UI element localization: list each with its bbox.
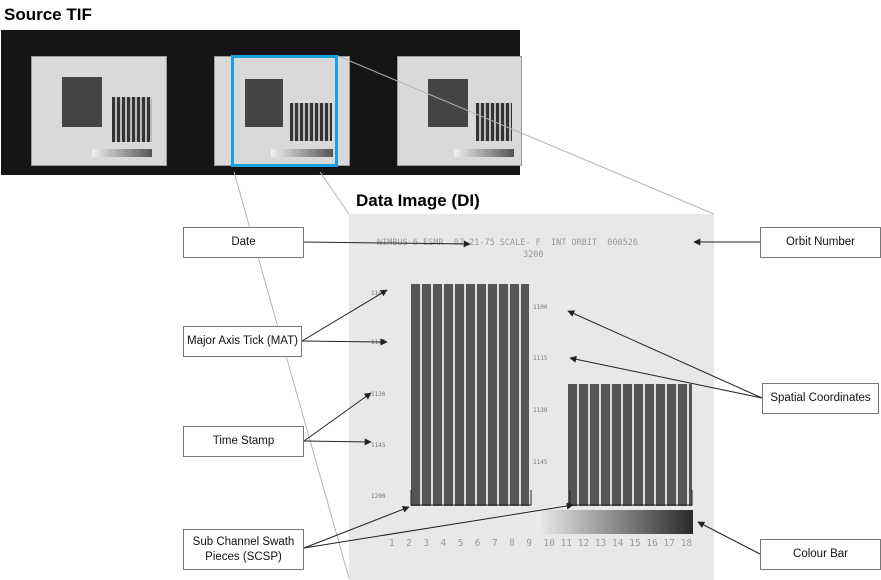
colour-bar-label: Colour Bar bbox=[760, 539, 881, 570]
time-stamp-label: Time Stamp bbox=[183, 426, 304, 457]
callout-arrows bbox=[301, 238, 763, 555]
right-tick-4: 1145 bbox=[533, 459, 548, 466]
right-tick-3: 1130 bbox=[533, 407, 548, 414]
left-swath-panel bbox=[411, 284, 529, 506]
major-axis-tick-label: Major Axis Tick (MAT) bbox=[183, 326, 302, 357]
left-tick-1: 1100 bbox=[371, 290, 386, 297]
data-image-title: Data Image (DI) bbox=[356, 191, 480, 210]
left-tick-3: 1130 bbox=[371, 391, 386, 398]
film-frame-3 bbox=[397, 56, 522, 166]
right-tick-2: 1115 bbox=[533, 355, 548, 362]
data-image: NIMBUS 6 ESMR 07-21-75 SCALE- F INT ORBI… bbox=[349, 214, 714, 580]
selected-frame-highlight bbox=[231, 55, 338, 167]
zoom-guide-lines bbox=[233, 55, 715, 579]
film-frame-2 bbox=[214, 56, 350, 166]
source-tif-strip bbox=[1, 30, 522, 175]
spatial-coordinates-label: Spatial Coordinates bbox=[762, 383, 879, 414]
left-tick-2: 1115 bbox=[371, 339, 386, 346]
date-label: Date bbox=[183, 227, 304, 258]
source-tif-title: Source TIF bbox=[4, 5, 92, 24]
film-frame-1 bbox=[31, 56, 167, 166]
orbit-number-label: Orbit Number bbox=[760, 227, 881, 258]
di-scale-number: 3200 bbox=[523, 250, 544, 260]
right-tick-1: 1100 bbox=[533, 304, 548, 311]
left-tick-5: 1200 bbox=[371, 493, 386, 500]
left-tick-4: 1145 bbox=[371, 442, 386, 449]
colour-bar-strip bbox=[537, 510, 693, 534]
sub-channel-swath-label: Sub Channel Swath Pieces (SCSP) bbox=[183, 529, 304, 570]
right-swath-panel bbox=[568, 384, 692, 506]
channel-numbers: 1 2 3 4 5 6 7 8 9 10 11 12 13 14 15 16 1… bbox=[389, 538, 693, 549]
